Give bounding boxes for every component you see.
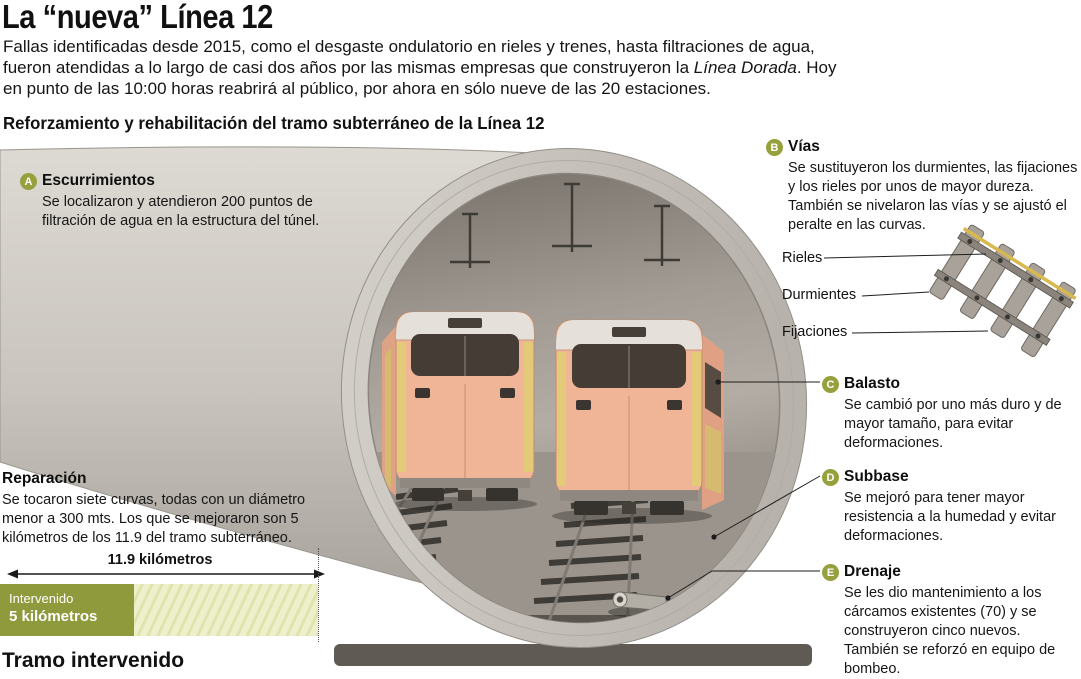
intervened-bar: Intervenido 5 kilómetros: [0, 584, 134, 636]
intervened-bar-value: 5 kilómetros: [9, 608, 98, 625]
annotation-text-vias: Se sustituyeron los durmientes, las fija…: [788, 160, 1078, 233]
next-section-title: Tramo intervenido: [2, 649, 185, 672]
badge-a: A: [20, 173, 37, 190]
measure-length-label: 11.9 kilómetros: [107, 552, 213, 568]
annotation-text-subbase: Se mejoró para tener mayor resistencia a…: [844, 490, 1056, 544]
catenary-supports: [450, 182, 680, 268]
measure-end-dotted-line: [318, 548, 319, 642]
annotation-vias: B Vías Se sustituyeron los durmientes, l…: [766, 138, 1081, 235]
annotation-escurrimientos: A Escurrimientos Se localizaron y atendi…: [20, 172, 340, 231]
annotation-drenaje: E Drenaje Se les dio mantenimiento a los…: [822, 563, 1078, 679]
train-left: [382, 311, 537, 511]
annotation-text-escurrimientos: Se localizaron y atendieron 200 puntos d…: [42, 194, 320, 229]
annotation-title-reparacion: Reparación: [2, 470, 87, 487]
badge-c: C: [822, 376, 839, 393]
train-right: [552, 319, 724, 524]
page-title: La “nueva” Línea 12: [2, 0, 273, 35]
annotation-text-drenaje: Se les dio mantenimiento a los cárcamos …: [844, 585, 1056, 677]
diagram-subtitle: Reforzamiento y rehabilitación del tramo…: [3, 113, 545, 133]
annotation-subbase: D Subbase Se mejoró para tener mayor res…: [822, 468, 1074, 546]
badge-e: E: [822, 564, 839, 581]
leader-lines: [665, 253, 989, 601]
rail-label-durmientes: Durmientes: [782, 287, 857, 303]
annotation-title-vias: Vías: [788, 138, 820, 155]
annotation-title-balasto: Balasto: [844, 375, 900, 392]
intro-paragraph: Fallas identificadas desde 2015, como el…: [3, 36, 845, 99]
annotation-text-reparacion: Se tocaron siete curvas, todas con un di…: [2, 492, 306, 546]
ground-shadow: [334, 644, 812, 666]
annotation-title-subbase: Subbase: [844, 468, 909, 485]
remaining-bar: [134, 584, 318, 636]
rail-fixings: [943, 238, 1064, 339]
rail-label-rieles: Rieles: [782, 250, 823, 266]
rail-detail-graphic: [929, 224, 1077, 357]
intervened-bar-label: Intervenido: [9, 591, 74, 606]
badge-d: D: [822, 469, 839, 486]
badge-b: B: [766, 139, 783, 156]
annotation-text-balasto: Se cambió por uno más duro y de mayor ta…: [844, 397, 1062, 451]
annotation-title-drenaje: Drenaje: [844, 563, 901, 580]
annotation-balasto: C Balasto Se cambió por uno más duro y d…: [822, 375, 1072, 453]
intro-linea-dorada: Línea Dorada: [693, 58, 797, 78]
measure-arrow: [7, 569, 325, 579]
annotation-title-escurrimientos: Escurrimientos: [42, 172, 155, 189]
annotation-reparacion: Reparación Se tocaron siete curvas, toda…: [2, 470, 324, 548]
rail-label-fijaciones: Fijaciones: [782, 324, 848, 340]
intro-text-2: . Hoy en punto de las 10:00 horas reabri…: [3, 58, 837, 99]
intro-text-1: Fallas identificadas desde 2015, como el…: [3, 37, 815, 78]
